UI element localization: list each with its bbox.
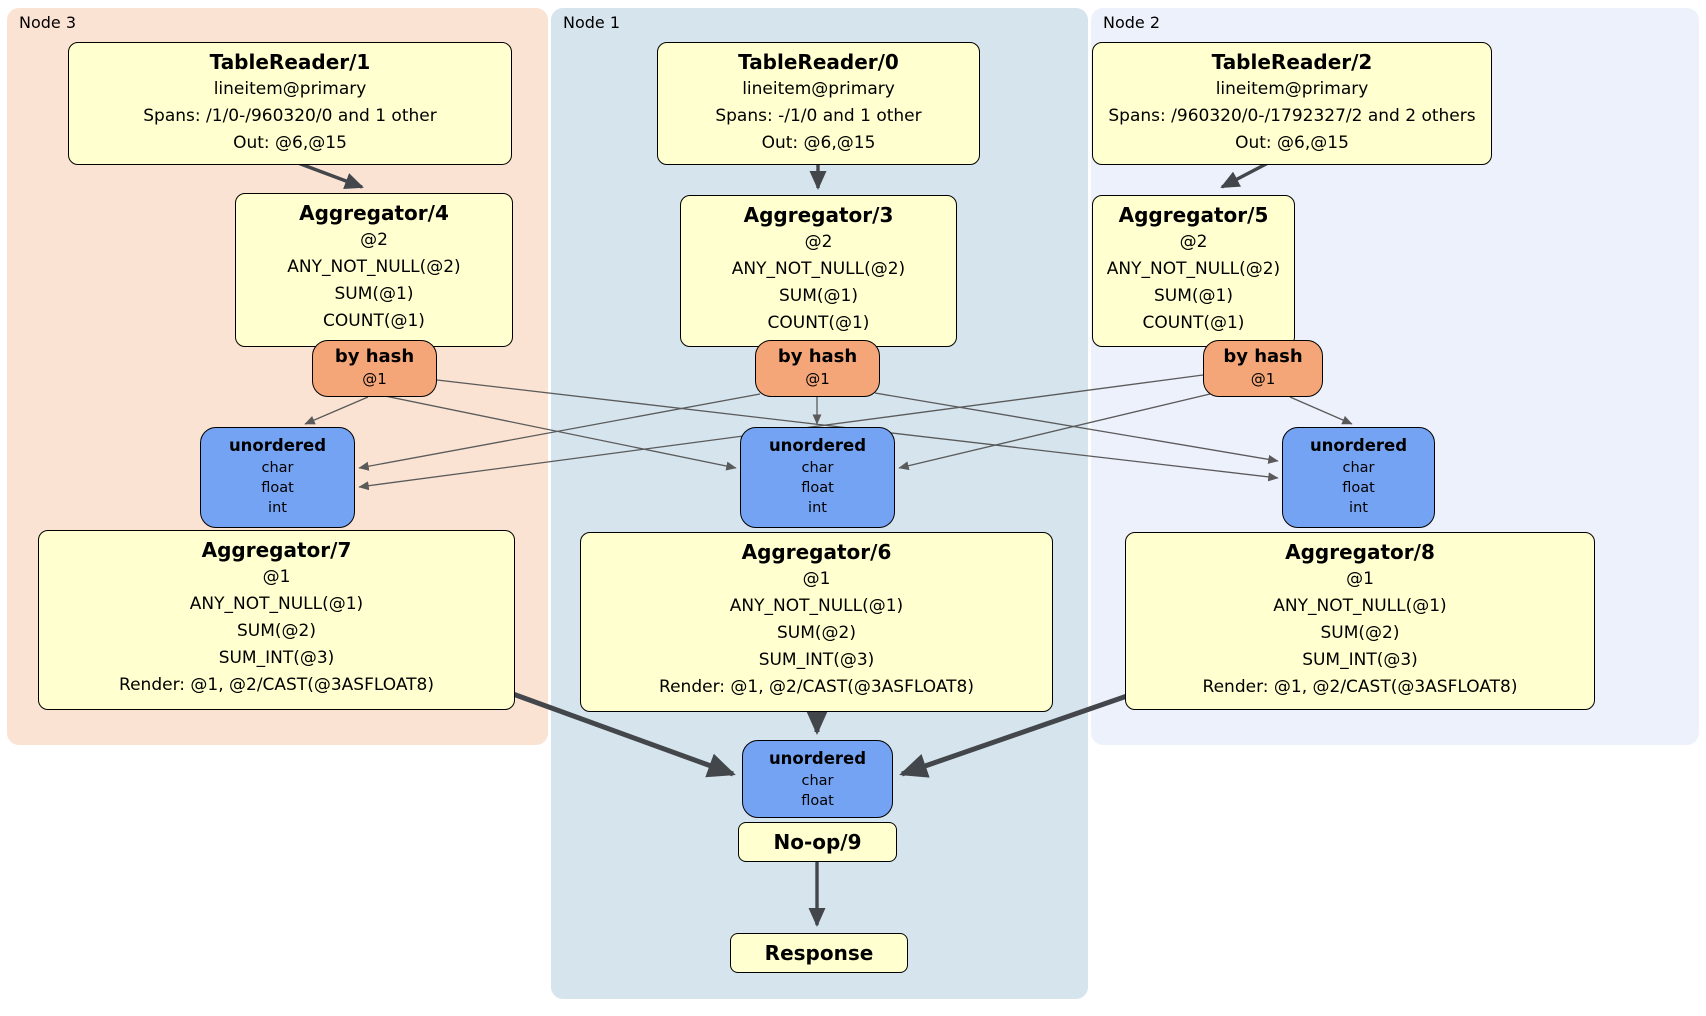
box-line: Spans: /1/0-/960320/0 and 1 other bbox=[143, 106, 437, 126]
box-line: ANY_NOT_NULL(@2) bbox=[1106, 259, 1281, 279]
box-line: @1 bbox=[1346, 569, 1374, 589]
box-line: SUM(@1) bbox=[779, 286, 858, 306]
router-by-hash-left: by hash @1 bbox=[312, 340, 437, 397]
box-title: Aggregator/4 bbox=[299, 201, 449, 225]
box-title: Response bbox=[764, 941, 874, 965]
sync-line: char bbox=[261, 460, 294, 476]
box-line: lineitem@primary bbox=[742, 79, 895, 99]
box-aggregator-5: Aggregator/5 @2 ANY_NOT_NULL(@2) SUM(@1)… bbox=[1092, 195, 1295, 347]
box-line: ANY_NOT_NULL(@1) bbox=[729, 596, 904, 616]
box-title: TableReader/2 bbox=[1211, 50, 1373, 74]
box-line: SUM(@1) bbox=[334, 284, 414, 304]
box-title: Aggregator/7 bbox=[201, 538, 352, 562]
box-title: Aggregator/5 bbox=[1118, 203, 1269, 227]
box-aggregator-4: Aggregator/4 @2 ANY_NOT_NULL(@2) SUM(@1)… bbox=[235, 193, 513, 347]
box-line: ANY_NOT_NULL(@2) bbox=[731, 259, 906, 279]
box-line: Out: @6,@15 bbox=[1235, 133, 1349, 153]
sync-line: char bbox=[1342, 460, 1375, 476]
sync-line: float bbox=[1342, 480, 1375, 496]
box-line: SUM_INT(@3) bbox=[1302, 650, 1418, 670]
box-line: Render: @1, @2/CAST(@3ASFLOAT8) bbox=[119, 675, 434, 695]
region-node-1-label: Node 1 bbox=[563, 13, 621, 32]
box-title: TableReader/1 bbox=[209, 50, 371, 74]
sync-line: float bbox=[801, 793, 834, 809]
box-title: Aggregator/3 bbox=[743, 203, 894, 227]
region-node-2-label: Node 2 bbox=[1103, 13, 1161, 32]
box-line: COUNT(@1) bbox=[1142, 313, 1245, 333]
box-line: SUM(@1) bbox=[1154, 286, 1233, 306]
box-line: @1 bbox=[262, 567, 291, 587]
box-line: SUM_INT(@3) bbox=[758, 650, 875, 670]
sync-line: int bbox=[268, 500, 287, 516]
box-line: SUM(@2) bbox=[1320, 623, 1400, 643]
sync-line: float bbox=[801, 480, 834, 496]
box-line: @1 bbox=[802, 569, 831, 589]
sync-unordered-mid: unordered char float int bbox=[740, 427, 895, 528]
box-line: ANY_NOT_NULL(@1) bbox=[1273, 596, 1447, 616]
sync-unordered-left: unordered char float int bbox=[200, 427, 355, 528]
box-tablereader-1: TableReader/1 lineitem@primary Spans: /1… bbox=[68, 42, 512, 165]
sync-title: unordered bbox=[228, 436, 327, 455]
sync-title: unordered bbox=[768, 749, 867, 768]
router-by-hash-mid: by hash @1 bbox=[755, 340, 880, 397]
box-title: Aggregator/8 bbox=[1285, 540, 1435, 564]
region-node-3-label: Node 3 bbox=[19, 13, 77, 32]
box-line: Out: @6,@15 bbox=[761, 133, 876, 153]
sync-line: float bbox=[261, 480, 294, 496]
box-line: lineitem@primary bbox=[213, 79, 367, 99]
box-aggregator-3: Aggregator/3 @2 ANY_NOT_NULL(@2) SUM(@1)… bbox=[680, 195, 957, 347]
box-line: Out: @6,@15 bbox=[233, 133, 347, 153]
box-line: Spans: /960320/0-/1792327/2 and 2 others bbox=[1108, 106, 1476, 126]
box-no-op-9: No-op/9 bbox=[738, 822, 897, 862]
box-line: @2 bbox=[804, 232, 833, 252]
box-aggregator-7: Aggregator/7 @1 ANY_NOT_NULL(@1) SUM(@2)… bbox=[38, 530, 515, 710]
sync-line: char bbox=[801, 773, 834, 789]
box-line: Render: @1, @2/CAST(@3ASFLOAT8) bbox=[659, 677, 974, 697]
router-title: by hash bbox=[1223, 346, 1303, 367]
router-by-hash-right: by hash @1 bbox=[1203, 340, 1323, 397]
box-line: ANY_NOT_NULL(@2) bbox=[287, 257, 461, 277]
box-response: Response bbox=[730, 933, 908, 973]
sync-unordered-right: unordered char float int bbox=[1282, 427, 1435, 528]
box-title: TableReader/0 bbox=[738, 50, 899, 74]
box-title: No-op/9 bbox=[773, 830, 862, 854]
sync-line: int bbox=[1349, 500, 1368, 516]
sync-title: unordered bbox=[768, 436, 867, 455]
router-line: @1 bbox=[362, 370, 387, 388]
sync-line: char bbox=[801, 460, 834, 476]
box-aggregator-8: Aggregator/8 @1 ANY_NOT_NULL(@1) SUM(@2)… bbox=[1125, 532, 1595, 710]
box-line: @2 bbox=[360, 230, 388, 250]
router-title: by hash bbox=[777, 346, 858, 367]
box-tablereader-0: TableReader/0 lineitem@primary Spans: -/… bbox=[657, 42, 980, 165]
sync-title: unordered bbox=[1309, 436, 1408, 455]
box-line: @2 bbox=[1179, 232, 1208, 252]
box-line: SUM(@2) bbox=[777, 623, 856, 643]
sync-unordered-final: unordered char float bbox=[742, 740, 893, 818]
router-line: @1 bbox=[1250, 370, 1276, 388]
box-line: ANY_NOT_NULL(@1) bbox=[189, 594, 364, 614]
sync-line: int bbox=[808, 500, 827, 516]
router-title: by hash bbox=[334, 346, 415, 367]
router-line: @1 bbox=[805, 370, 830, 388]
box-line: COUNT(@1) bbox=[323, 311, 425, 331]
box-line: SUM_INT(@3) bbox=[218, 648, 335, 668]
box-line: lineitem@primary bbox=[1215, 79, 1369, 99]
box-line: Render: @1, @2/CAST(@3ASFLOAT8) bbox=[1202, 677, 1518, 697]
box-tablereader-2: TableReader/2 lineitem@primary Spans: /9… bbox=[1092, 42, 1492, 165]
box-line: Spans: -/1/0 and 1 other bbox=[715, 106, 922, 126]
box-line: SUM(@2) bbox=[237, 621, 316, 641]
box-aggregator-6: Aggregator/6 @1 ANY_NOT_NULL(@1) SUM(@2)… bbox=[580, 532, 1053, 712]
box-line: COUNT(@1) bbox=[767, 313, 870, 333]
box-title: Aggregator/6 bbox=[741, 540, 892, 564]
